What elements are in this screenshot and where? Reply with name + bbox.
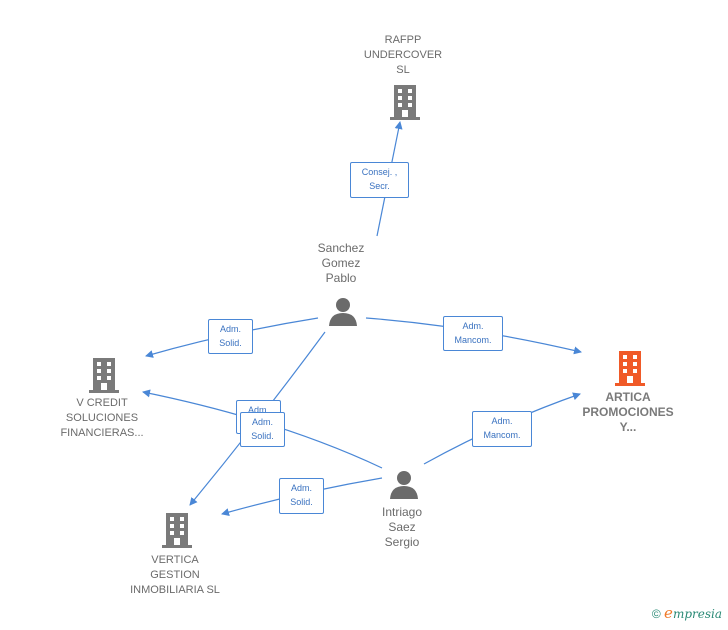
brand-footer: © empresia xyxy=(652,604,722,622)
node-label-artica[interactable]: ARTICA PROMOCIONES Y... xyxy=(582,390,674,434)
building-icon-rafpp[interactable] xyxy=(390,84,420,120)
building-icon-vertica[interactable] xyxy=(162,512,192,548)
node-label-intriago[interactable]: Intriago Saez Sergio xyxy=(381,505,423,549)
edge-label-adm-mancom-sanchez-artica[interactable]: Adm. Mancom. xyxy=(443,316,503,351)
node-label-rafpp[interactable]: RAFPP UNDERCOVER SL xyxy=(363,34,443,76)
brand-name: mpresia xyxy=(672,607,722,621)
edge-label-adm-solid-sanchez-vcredit[interactable]: Adm. Solid. xyxy=(208,319,253,354)
copyright-icon: © xyxy=(651,607,661,621)
edge-label-consej-secr[interactable]: Consej. , Secr. xyxy=(350,162,409,198)
building-icon-vcredit[interactable] xyxy=(89,357,119,393)
edge-label-adm-solid-intriago-vertica[interactable]: Adm. Solid. xyxy=(279,478,324,514)
edge-label-adm-mancom-intriago-artica[interactable]: Adm. Mancom. xyxy=(472,411,532,447)
node-label-sanchez[interactable]: Sanchez Gomez Pablo xyxy=(317,241,365,285)
person-icon-intriago[interactable] xyxy=(389,469,419,499)
edge-label-adm-solid-front[interactable]: Adm. Solid. xyxy=(240,412,285,447)
brand-logo-initial: e xyxy=(664,604,673,622)
building-icon-artica[interactable] xyxy=(615,350,645,386)
person-icon-sanchez[interactable] xyxy=(328,296,358,326)
node-label-vcredit[interactable]: V CREDIT SOLUCIONES FINANCIERAS... xyxy=(60,397,144,439)
node-label-vertica[interactable]: VERTICA GESTION INMOBILIARIA SL xyxy=(130,554,220,596)
